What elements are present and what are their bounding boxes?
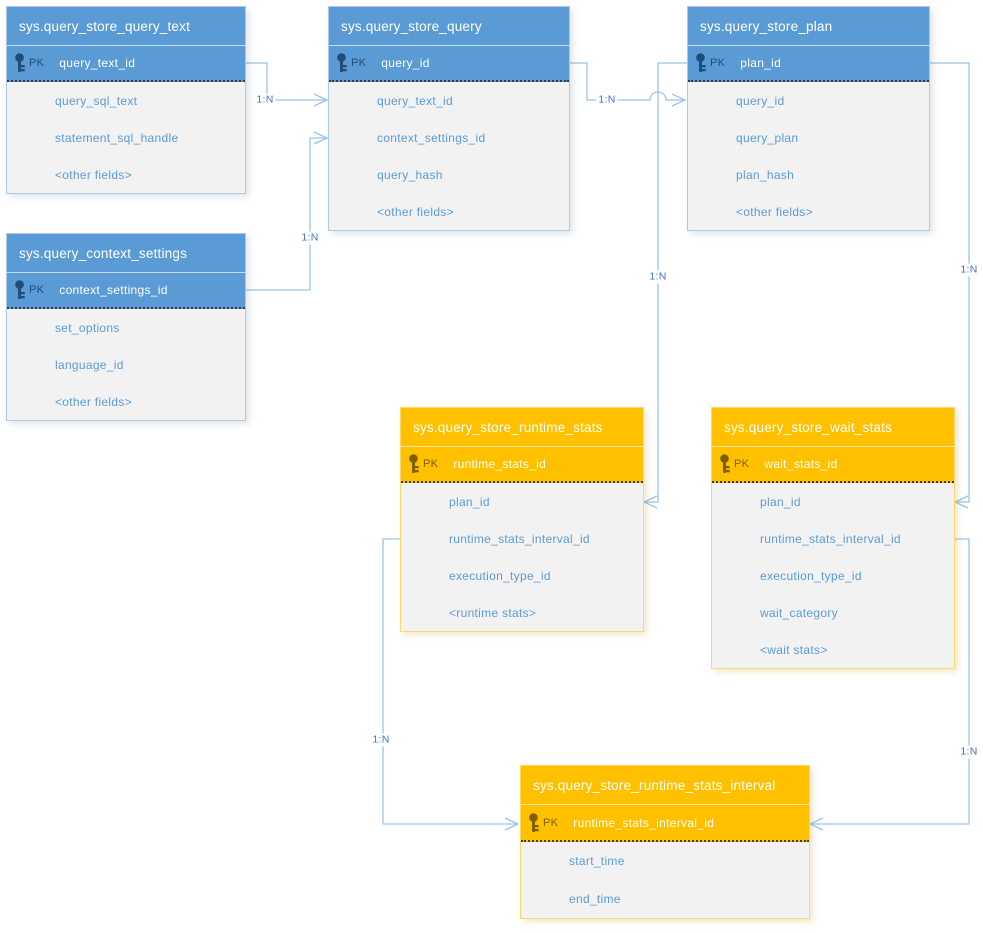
field-row: context_settings_id	[377, 130, 486, 145]
pk-row: PK context_settings_id	[7, 272, 245, 309]
field-row: query_id	[736, 93, 785, 108]
pk-label: PK	[543, 816, 559, 829]
primary-key-icon	[15, 280, 26, 300]
pk-field-name: query_text_id	[59, 56, 136, 70]
relationship-runtime-stats-to-interval	[382, 538, 518, 824]
pk-field-name: context_settings_id	[59, 283, 168, 297]
pk-row: PK plan_id	[688, 45, 929, 82]
relationship-wait-stats-to-interval	[810, 538, 970, 824]
relationship-query-text-to-query	[244, 62, 327, 100]
field-row: query_sql_text	[55, 93, 138, 108]
field-row: plan_hash	[736, 167, 795, 182]
pk-row: PK wait_stats_id	[712, 446, 954, 483]
pk-label: PK	[29, 284, 45, 296]
pk-label: PK	[29, 57, 45, 69]
field-row: runtime_stats_interval_id	[449, 531, 590, 546]
field-row: query_plan	[736, 130, 799, 145]
cardinality-label: 1:N	[596, 93, 618, 107]
field-row: <other fields>	[377, 204, 454, 219]
entity-title: sys.query_store_wait_stats	[712, 408, 954, 446]
pk-label: PK	[710, 57, 726, 69]
field-row: plan_id	[760, 494, 801, 509]
cardinality-label: 1:N	[370, 733, 392, 747]
pk-field-name: runtime_stats_id	[453, 457, 547, 471]
field-row: wait_category	[760, 605, 838, 620]
field-row: <wait stats>	[760, 642, 828, 657]
relationship-plan-to-wait-stats	[928, 62, 970, 502]
field-list: query_text_id context_settings_id query_…	[329, 82, 569, 230]
pk-row: PK runtime_stats_interval_id	[521, 804, 809, 842]
entity-query-store-runtime-stats-interval: sys.query_store_runtime_stats_interval P…	[520, 765, 810, 919]
field-row: query_hash	[377, 167, 443, 182]
pk-field-name: plan_id	[740, 56, 782, 70]
entity-title: sys.query_store_plan	[688, 7, 929, 45]
field-list: start_time end_time	[521, 842, 809, 918]
field-list: query_id query_plan plan_hash <other fie…	[688, 82, 929, 230]
field-list: set_options language_id <other fields>	[7, 309, 245, 420]
pk-label: PK	[351, 57, 367, 69]
cardinality-label: 1:N	[299, 231, 321, 245]
pk-label: PK	[734, 458, 750, 470]
field-list: plan_id runtime_stats_interval_id execut…	[401, 483, 643, 631]
cardinality-label: 1:N	[254, 93, 276, 107]
field-row: statement_sql_handle	[55, 130, 179, 145]
pk-field-name: runtime_stats_interval_id	[573, 815, 715, 830]
entity-title: sys.query_context_settings	[7, 234, 245, 272]
field-list: plan_id runtime_stats_interval_id execut…	[712, 483, 954, 668]
entity-query-store-query-text: sys.query_store_query_text PK query_text…	[6, 6, 246, 194]
field-row: <other fields>	[55, 167, 132, 182]
entity-title: sys.query_store_query_text	[7, 7, 245, 45]
pk-label: PK	[423, 458, 439, 470]
pk-row: PK runtime_stats_id	[401, 446, 643, 483]
entity-query-store-runtime-stats: sys.query_store_runtime_stats PK runtime…	[400, 407, 644, 632]
field-row: set_options	[55, 320, 120, 335]
field-row: end_time	[569, 892, 621, 906]
entity-title: sys.query_store_query	[329, 7, 569, 45]
primary-key-icon	[720, 454, 731, 474]
primary-key-icon	[529, 812, 540, 833]
entity-title: sys.query_store_runtime_stats	[401, 408, 643, 446]
field-row: language_id	[55, 357, 124, 372]
field-row: <other fields>	[55, 394, 132, 409]
field-row: <other fields>	[736, 204, 813, 219]
relationship-context-settings-to-query	[244, 138, 327, 291]
field-row: <runtime stats>	[449, 605, 537, 620]
field-row: execution_type_id	[760, 568, 862, 583]
entity-query-store-query: sys.query_store_query PK query_id query_…	[328, 6, 570, 231]
relationship-query-to-plan	[568, 62, 685, 100]
cardinality-label: 1:N	[958, 263, 980, 277]
primary-key-icon	[15, 53, 26, 73]
field-row: start_time	[569, 854, 625, 868]
field-row: query_text_id	[377, 93, 453, 108]
pk-row: PK query_text_id	[7, 45, 245, 82]
primary-key-icon	[337, 53, 348, 73]
cardinality-label: 1:N	[958, 745, 980, 759]
entity-query-store-wait-stats: sys.query_store_wait_stats PK wait_stats…	[711, 407, 955, 669]
pk-row: PK query_id	[329, 45, 569, 82]
field-row: execution_type_id	[449, 568, 551, 583]
cardinality-label: 1:N	[647, 270, 669, 284]
entity-title: sys.query_store_runtime_stats_interval	[521, 766, 809, 804]
field-list: query_sql_text statement_sql_handle <oth…	[7, 82, 245, 193]
field-row: runtime_stats_interval_id	[760, 531, 901, 546]
field-row: plan_id	[449, 494, 490, 509]
primary-key-icon	[696, 53, 707, 73]
entity-query-context-settings: sys.query_context_settings PK context_se…	[6, 233, 246, 421]
primary-key-icon	[409, 454, 420, 474]
entity-query-store-plan: sys.query_store_plan PK plan_id query_id…	[687, 6, 930, 231]
pk-field-name: query_id	[381, 56, 430, 70]
pk-field-name: wait_stats_id	[764, 457, 838, 471]
